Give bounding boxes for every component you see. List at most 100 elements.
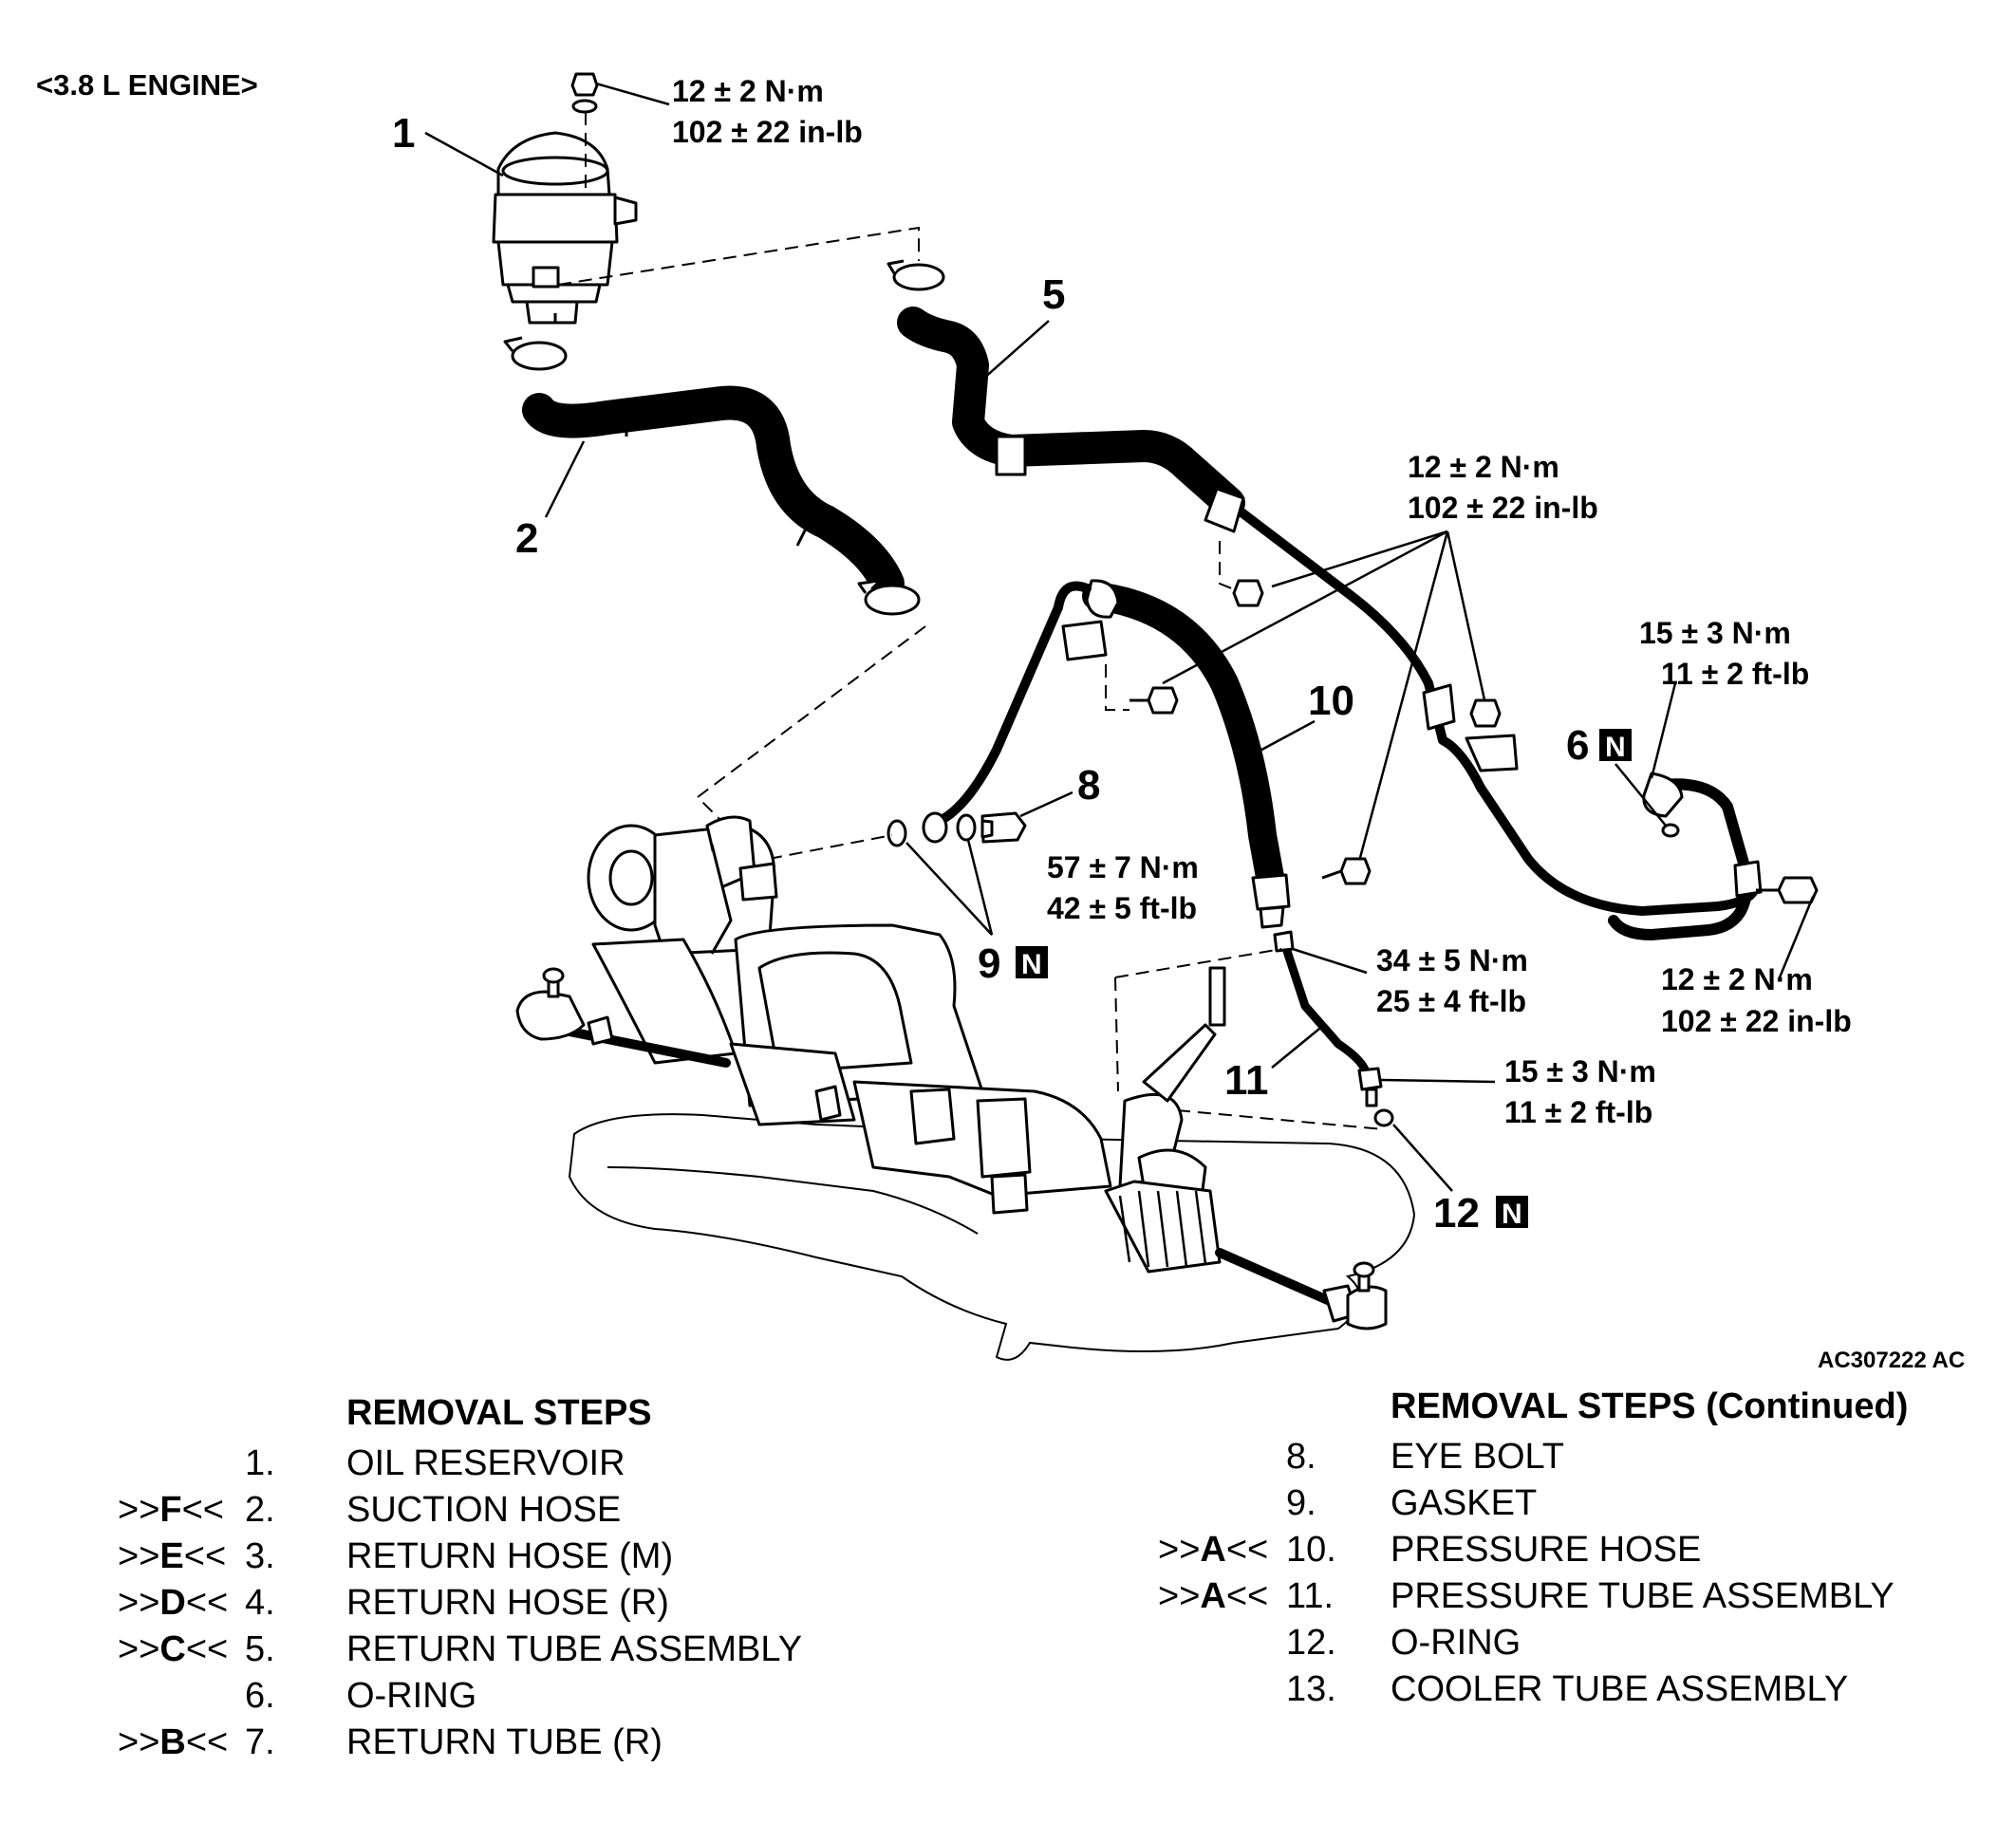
removal-steps-continued-title: REMOVAL STEPS (Continued) bbox=[1391, 1386, 1909, 1426]
step-number: 4. bbox=[245, 1583, 275, 1623]
svg-text:N: N bbox=[1502, 1199, 1522, 1230]
tie-rod-left bbox=[515, 967, 614, 1046]
step-number: 12. bbox=[1286, 1623, 1336, 1663]
svg-text:N: N bbox=[1605, 732, 1626, 763]
tie-rod-right bbox=[1215, 1248, 1388, 1330]
torque-reservoir-line1: 12 ± 2 N·m bbox=[672, 74, 824, 108]
removal-steps-list: 1. OIL RESERVOIR >>F<< 2. SUCTION HOSE >>E<< 3… bbox=[0, 1441, 949, 1766]
pressure-hose bbox=[935, 579, 1291, 929]
step-row: 12. O-RING bbox=[1120, 1620, 2016, 1666]
step-name: RETURN TUBE (R) bbox=[346, 1722, 663, 1762]
callout-12: 12 bbox=[1433, 1190, 1480, 1237]
torque-cooler-line1: 15 ± 3 N·m bbox=[1639, 616, 1791, 650]
callout-9: 9 bbox=[978, 940, 1000, 987]
torque-bracket-line1: 12 ± 2 N·m bbox=[1408, 450, 1559, 484]
crossmember-bolt bbox=[1756, 876, 1819, 904]
step-name: O-RING bbox=[1391, 1623, 1521, 1663]
step-name: EYE BOLT bbox=[1391, 1437, 1565, 1477]
step-mark: >>A<< bbox=[1158, 1530, 1269, 1570]
pressure-tube-assembly bbox=[1273, 930, 1383, 1107]
step-row: >>E<< 3. RETURN HOSE (M) bbox=[0, 1534, 949, 1580]
o-ring-6 bbox=[1661, 823, 1680, 838]
engine-label: <3.8 L ENGINE> bbox=[36, 68, 258, 102]
removal-steps-title: REMOVAL STEPS bbox=[346, 1393, 652, 1433]
reservoir-nut bbox=[570, 72, 599, 190]
eye-bolt bbox=[980, 811, 1027, 844]
step-row: 6. O-RING bbox=[0, 1673, 949, 1720]
figure-id: AC307222 AC bbox=[1818, 1348, 1965, 1373]
torque-rack-line1: 15 ± 3 N·m bbox=[1504, 1054, 1656, 1088]
return-tube-assembly bbox=[897, 307, 1761, 916]
step-name: RETURN TUBE ASSEMBLY bbox=[346, 1629, 803, 1669]
step-mark: >>E<< bbox=[118, 1536, 227, 1576]
oil-pump bbox=[587, 815, 778, 956]
torque-bracket-line2: 102 ± 22 in-lb bbox=[1408, 491, 1598, 525]
step-mark: >>D<< bbox=[118, 1583, 229, 1623]
callout-6: 6 bbox=[1566, 722, 1589, 769]
step-name: PRESSURE HOSE bbox=[1391, 1530, 1702, 1570]
step-number: 8. bbox=[1286, 1437, 1316, 1477]
step-mark: >>C<< bbox=[118, 1629, 229, 1669]
n-mark-9: N bbox=[1016, 946, 1048, 980]
callout-5: 5 bbox=[1042, 271, 1065, 318]
hose-clamp-return bbox=[887, 259, 945, 291]
step-number: 5. bbox=[245, 1629, 275, 1669]
cooler-tube-assembly bbox=[1608, 772, 1763, 940]
step-mark: >>A<< bbox=[1158, 1576, 1269, 1616]
n-mark-6: N bbox=[1599, 729, 1632, 763]
step-row: 1. OIL RESERVOIR bbox=[0, 1441, 949, 1487]
callout-10: 10 bbox=[1308, 678, 1354, 724]
step-row: >>D<<4.RETURN HOSE (R) bbox=[0, 1580, 949, 1627]
step-row: 9. GASKET bbox=[1120, 1480, 2016, 1527]
step-row: >>A<< 11. PRESSURE TUBE ASSEMBLY bbox=[1120, 1573, 2016, 1620]
torque-cooler-line2: 11 ± 2 ft-lb bbox=[1661, 657, 1809, 691]
torque-eyebolt-line2: 42 ± 5 ft-lb bbox=[1047, 891, 1197, 925]
step-name: RETURN HOSE (M) bbox=[346, 1536, 674, 1576]
step-number: 7. bbox=[245, 1722, 275, 1762]
bracket-bolt-hose bbox=[1129, 686, 1179, 715]
step-number: 10. bbox=[1286, 1530, 1336, 1570]
step-number: 3. bbox=[245, 1536, 275, 1576]
torque-reservoir-line2: 102 ± 22 in-lb bbox=[672, 115, 863, 149]
step-name: PRESSURE TUBE ASSEMBLY bbox=[1391, 1576, 1895, 1616]
hose-clamp-suction-lower bbox=[857, 579, 921, 616]
step-name: GASKET bbox=[1391, 1483, 1538, 1523]
torque-crossmember-line2: 102 ± 22 in-lb bbox=[1661, 1004, 1852, 1038]
bracket-bolt-tube bbox=[1469, 698, 1502, 728]
torque-crossmember-line1: 12 ± 2 N·m bbox=[1661, 962, 1813, 996]
step-row: >>A<< 10. PRESSURE HOSE bbox=[1120, 1527, 2016, 1573]
step-name: O-RING bbox=[346, 1676, 477, 1716]
oil-reservoir bbox=[492, 131, 638, 325]
torque-eyebolt-line1: 57 ± 7 N·m bbox=[1047, 850, 1199, 884]
torque-rack-line2: 11 ± 2 ft-lb bbox=[1504, 1095, 1652, 1129]
bracket-bolt-upper bbox=[1232, 579, 1264, 607]
callout-11: 11 bbox=[1224, 1057, 1269, 1104]
step-row: 13.COOLER TUBE ASSEMBLY bbox=[1120, 1666, 2016, 1713]
step-name: OIL RESERVOIR bbox=[346, 1443, 625, 1483]
step-row: >>F<< 2. SUCTION HOSE bbox=[0, 1487, 949, 1534]
step-row: >>B<< 7. RETURN TUBE (R) bbox=[0, 1720, 949, 1766]
step-row: 8. EYE BOLT bbox=[1120, 1434, 2016, 1480]
svg-text:N: N bbox=[1021, 949, 1042, 980]
step-number: 9. bbox=[1286, 1483, 1316, 1523]
o-ring-12 bbox=[1373, 1108, 1394, 1127]
hose-clamp-suction bbox=[503, 336, 568, 371]
bracket-bolt-lower bbox=[1321, 857, 1372, 885]
step-number: 11. bbox=[1286, 1576, 1335, 1616]
step-number: 1. bbox=[245, 1443, 275, 1483]
step-number: 13. bbox=[1286, 1669, 1336, 1709]
torque-pressure-line1: 34 ± 5 N·m bbox=[1376, 943, 1528, 977]
step-mark: >>B<< bbox=[118, 1722, 229, 1762]
step-row: >>C<< 5. RETURN TUBE ASSEMBLY bbox=[0, 1627, 949, 1673]
callout-1: 1 bbox=[392, 110, 415, 157]
step-number: 6. bbox=[245, 1676, 275, 1716]
callout-2: 2 bbox=[515, 515, 538, 562]
step-name: SUCTION HOSE bbox=[346, 1490, 622, 1530]
step-mark: >>F<< bbox=[118, 1490, 224, 1530]
gaskets bbox=[887, 811, 977, 847]
step-number: 2. bbox=[245, 1490, 275, 1530]
suction-hose bbox=[522, 385, 905, 601]
gear-boot bbox=[1104, 1180, 1222, 1274]
